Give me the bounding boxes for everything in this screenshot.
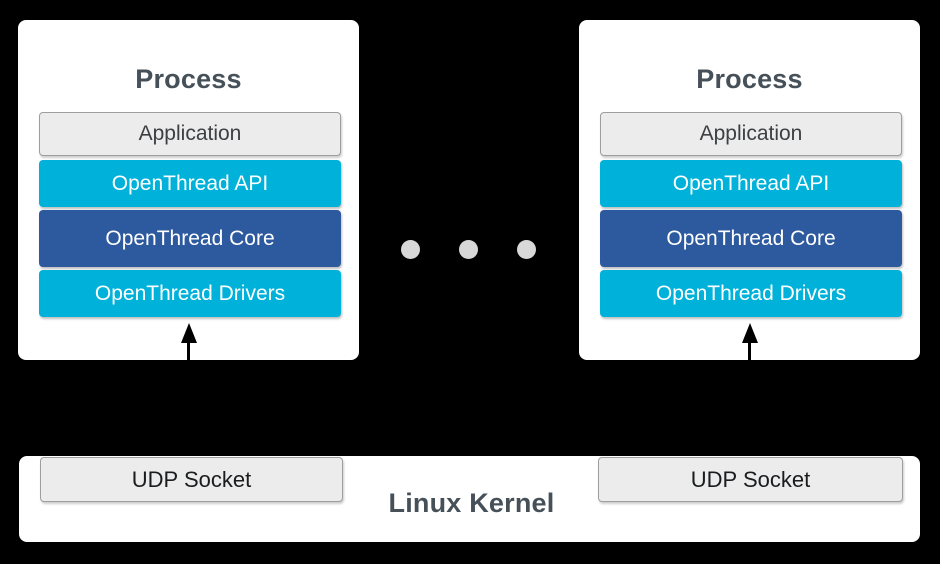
udp-socket-box: UDP Socket: [598, 457, 903, 502]
process-card-1: Process Application OpenThread API OpenT…: [18, 20, 359, 360]
openthread-core-layer: OpenThread Core: [39, 210, 341, 267]
arrow-head: [741, 323, 758, 343]
process-title: Process: [696, 64, 803, 94]
layer-stack: Application OpenThread API OpenThread Co…: [39, 112, 341, 320]
arrow-head: [180, 323, 197, 343]
ellipsis-dot: [401, 240, 420, 259]
application-layer: Application: [39, 112, 341, 156]
openthread-core-layer: OpenThread Core: [600, 210, 902, 267]
openthread-drivers-layer: OpenThread Drivers: [600, 270, 902, 317]
up-arrow-icon: [741, 323, 758, 360]
arrow-shaft: [187, 343, 190, 360]
openthread-api-layer: OpenThread API: [39, 160, 341, 207]
layer-stack: Application OpenThread API OpenThread Co…: [600, 112, 902, 320]
ellipsis-dot: [459, 240, 478, 259]
process-card-2: Process Application OpenThread API OpenT…: [579, 20, 920, 360]
ellipsis-dot: [517, 240, 536, 259]
udp-socket-box: UDP Socket: [40, 457, 343, 502]
openthread-drivers-layer: OpenThread Drivers: [39, 270, 341, 317]
application-layer: Application: [600, 112, 902, 156]
openthread-api-layer: OpenThread API: [600, 160, 902, 207]
arrow-shaft: [748, 343, 751, 360]
linux-kernel-box: UDP Socket Linux Kernel UDP Socket: [19, 456, 920, 542]
up-arrow-icon: [180, 323, 197, 360]
ellipsis-icon: [401, 240, 536, 259]
process-title: Process: [135, 64, 242, 94]
linux-kernel-label: Linux Kernel: [388, 488, 555, 518]
